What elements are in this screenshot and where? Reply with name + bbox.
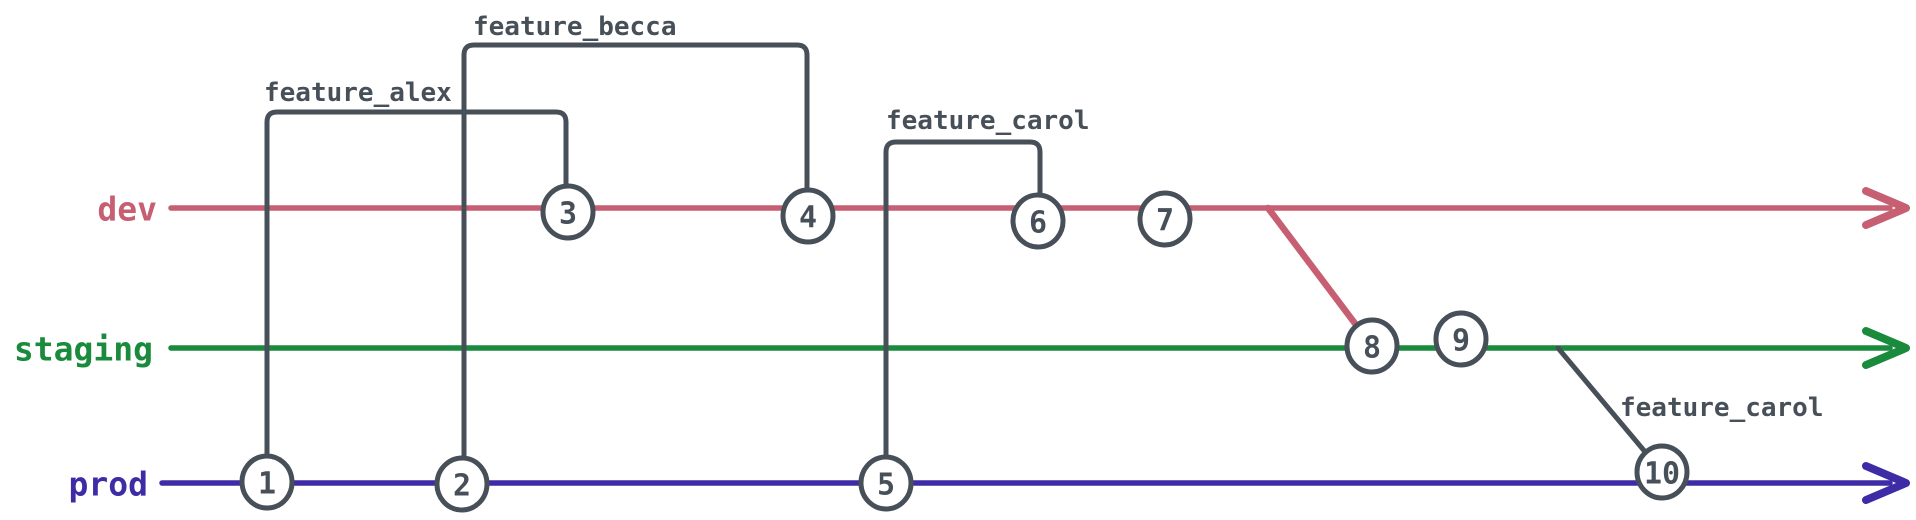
commit-circle-5 xyxy=(858,454,914,512)
commit-number-4: 4 xyxy=(799,201,817,236)
branch-arrowhead-prod xyxy=(1862,462,1910,504)
commit-number-6: 6 xyxy=(1029,206,1047,241)
feature-branch-label-1: feature_becca xyxy=(473,12,677,42)
commit-circle-3 xyxy=(540,183,596,241)
commit-circle-4 xyxy=(780,187,836,245)
commit-number-3: 3 xyxy=(559,197,577,232)
feature-branch-label-0: feature_alex xyxy=(264,78,452,108)
commit-number-1: 1 xyxy=(258,467,276,502)
commit-circle-10 xyxy=(1634,443,1690,501)
commit-number-8: 8 xyxy=(1363,331,1381,366)
feature-branch-path-0 xyxy=(264,109,569,485)
branch-arrowhead-dev xyxy=(1862,187,1910,229)
commit-circle-9 xyxy=(1433,310,1489,368)
commit-number-10: 10 xyxy=(1644,457,1680,492)
feature-branch-path-2 xyxy=(883,139,1043,486)
feature-branch-label-2: feature_carol xyxy=(886,106,1090,136)
feature-branch-path-1 xyxy=(461,42,810,487)
commit-number-9: 9 xyxy=(1452,324,1470,359)
commit-circle-2 xyxy=(434,455,490,513)
branch-label-prod: prod xyxy=(69,465,148,504)
merge-link-dev-to-staging xyxy=(1264,204,1376,350)
commit-number-5: 5 xyxy=(877,468,895,503)
commit-circle-1 xyxy=(239,453,295,511)
branch-label-staging: staging xyxy=(14,330,153,369)
commit-circle-7 xyxy=(1137,190,1193,248)
commit-circle-8 xyxy=(1344,317,1400,375)
feature-branch-label-3: feature_carol xyxy=(1620,393,1824,423)
commit-number-2: 2 xyxy=(453,469,471,504)
commit-number-7: 7 xyxy=(1156,204,1174,239)
branch-arrowhead-staging xyxy=(1862,327,1910,369)
commit-circle-6 xyxy=(1010,192,1066,250)
branch-label-dev: dev xyxy=(97,190,157,229)
